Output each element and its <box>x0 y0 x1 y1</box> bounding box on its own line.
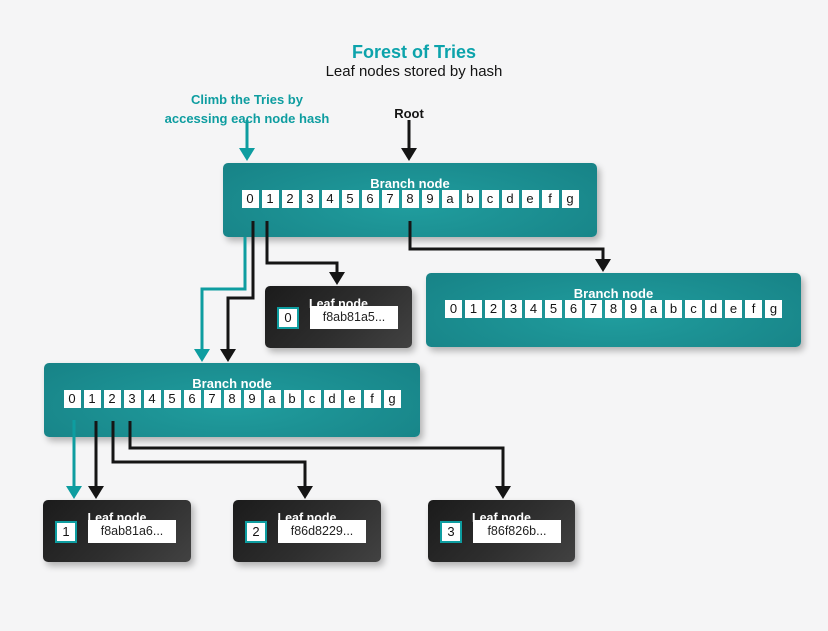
branch-cell: 7 <box>381 190 399 208</box>
leaf-node-label: Leaf node <box>471 511 532 525</box>
leaf-index-cell: 3 <box>440 520 462 543</box>
wire-lower-cell1-to-leaf1-head <box>88 486 104 499</box>
branch-cell: 0 <box>241 190 259 208</box>
leaf-node-row: 0 f8ab81a5... <box>265 306 412 329</box>
branch-cell: 1 <box>261 190 279 208</box>
diagram-subtitle: Leaf nodes stored by hash <box>325 63 503 80</box>
leaf-node-row: 1 f8ab81a6... <box>43 520 191 543</box>
leaf-hash-value: f86f826b... <box>473 520 561 543</box>
branch-cell: g <box>561 190 579 208</box>
branch-cell: 6 <box>361 190 379 208</box>
wire-cell1-to-leaf0-head <box>329 272 345 285</box>
branch-cell: 9 <box>421 190 439 208</box>
branch-cell: a <box>263 390 281 408</box>
wire-lower-cell3-to-leaf3-head <box>495 486 511 499</box>
branch-cell: 3 <box>505 300 522 318</box>
wire-lower-cell0-to-leaf1-head <box>66 486 82 499</box>
wire-cell0-to-lower-branch-head <box>220 349 236 362</box>
branch-cell: 1 <box>83 390 101 408</box>
leaf-node-row: 3 f86f826b... <box>428 520 575 543</box>
branch-node-label: Branch node <box>370 176 450 191</box>
branch-cell: 8 <box>605 300 622 318</box>
branch-cell: 4 <box>525 300 542 318</box>
wire-climb-to-lower-branch <box>200 237 247 350</box>
branch-node-label: Branch node <box>573 286 654 301</box>
branch-cell: 8 <box>401 190 419 208</box>
branch-cell: 2 <box>281 190 299 208</box>
root-arrow-head <box>401 148 417 161</box>
wire-lower-cell2-to-leaf2-head <box>297 486 313 499</box>
branch-cell: g <box>383 390 401 408</box>
branch-cell: b <box>461 190 479 208</box>
branch-cell: a <box>441 190 459 208</box>
branch-cell: b <box>283 390 301 408</box>
branch-cell: 7 <box>585 300 602 318</box>
branch-cell: e <box>725 300 742 318</box>
branch-cell: e <box>343 390 361 408</box>
branch-cell: 0 <box>445 300 462 318</box>
wire-climb-to-lower-branch-head <box>194 349 210 362</box>
branch-cell: 2 <box>103 390 121 408</box>
branch-cell: 6 <box>183 390 201 408</box>
branch-cell: c <box>303 390 321 408</box>
leaf-index-cell: 0 <box>277 306 299 329</box>
branch-cell: 9 <box>625 300 642 318</box>
leaf-hash-value: f8ab81a6... <box>88 520 176 543</box>
branch-cell: 5 <box>163 390 181 408</box>
leaf-node-0: Leaf node 0 f8ab81a5... <box>265 286 412 348</box>
branch-cell: 8 <box>223 390 241 408</box>
branch-node-label: Branch node <box>192 376 272 391</box>
branch-cell: f <box>363 390 381 408</box>
leaf-node-2: Leaf node 2 f86d8229... <box>233 500 381 562</box>
branch-cell: 4 <box>143 390 161 408</box>
branch-cell: e <box>521 190 539 208</box>
diagram-title: Forest of Tries <box>351 42 477 62</box>
leaf-hash-value: f8ab81a5... <box>310 306 398 329</box>
branch-cell: a <box>645 300 662 318</box>
branch-cell: 7 <box>203 390 221 408</box>
branch-cell: 2 <box>485 300 502 318</box>
leaf-index-cell: 1 <box>55 520 77 543</box>
leaf-hash-value: f86d8229... <box>278 520 366 543</box>
leaf-node-1: Leaf node 1 f8ab81a6... <box>43 500 191 562</box>
leaf-node-3: Leaf node 3 f86f826b... <box>428 500 575 562</box>
branch-cell: 5 <box>341 190 359 208</box>
climb-arrow-head <box>239 148 255 161</box>
branch-cell: d <box>705 300 722 318</box>
wire-cell0-to-lower-branch <box>226 221 255 350</box>
root-annotation: Root <box>394 106 424 121</box>
branch-cell: 4 <box>321 190 339 208</box>
wire-cell8-to-right-branch-head <box>595 259 611 272</box>
leaf-node-label: Leaf node <box>308 297 369 311</box>
branch-cell: b <box>665 300 682 318</box>
branch-cell: f <box>541 190 559 208</box>
climb-annotation: Climb the Tries by accessing each node h… <box>164 92 330 126</box>
branch-cell: 9 <box>243 390 261 408</box>
leaf-index-cell: 2 <box>245 520 267 543</box>
branch-cell: 3 <box>123 390 141 408</box>
branch-cell: c <box>481 190 499 208</box>
branch-cell: 0 <box>63 390 81 408</box>
branch-cell: f <box>745 300 762 318</box>
branch-cell: d <box>501 190 519 208</box>
branch-cell: d <box>323 390 341 408</box>
branch-cell: c <box>685 300 702 318</box>
leaf-node-label: Leaf node <box>277 511 337 525</box>
branch-cell: 1 <box>465 300 482 318</box>
branch-cell: 6 <box>565 300 582 318</box>
leaf-node-label: Leaf node <box>87 511 147 525</box>
branch-cell: g <box>765 300 782 318</box>
branch-cell: 3 <box>301 190 319 208</box>
leaf-node-row: 2 f86d8229... <box>233 520 381 543</box>
branch-cell: 5 <box>545 300 562 318</box>
